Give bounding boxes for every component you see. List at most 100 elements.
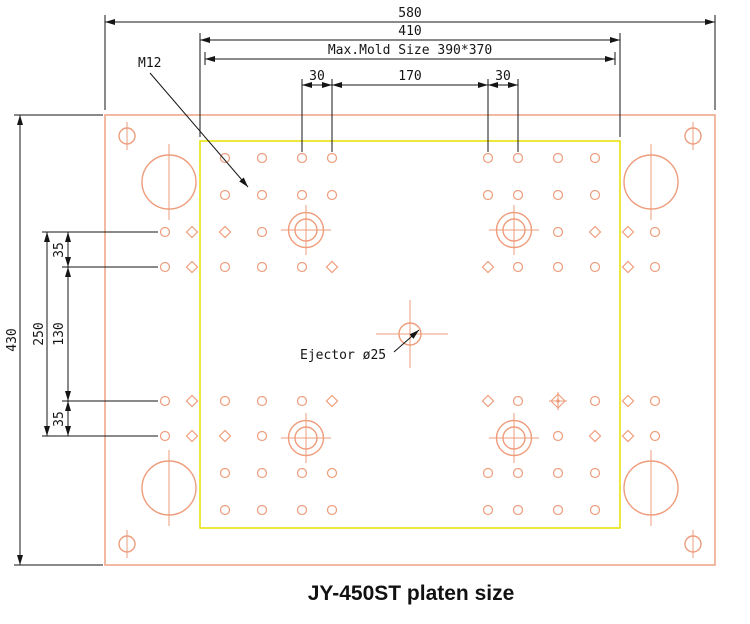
- corner-hole: [118, 122, 136, 150]
- ejector-label: Ejector ø25: [300, 348, 386, 363]
- bolt-hole: [219, 152, 231, 164]
- corner-holes-group: [118, 122, 702, 558]
- corner-hole: [684, 122, 702, 150]
- bolt-hole: [552, 152, 564, 164]
- bolt-hole: [159, 226, 171, 238]
- ejector-leader-line: [393, 329, 420, 353]
- bolt-hole-diamond: [588, 429, 602, 443]
- guide-bushing: [489, 413, 539, 463]
- dim-top-pitch-center: 170: [398, 69, 421, 84]
- bolt-hole: [512, 467, 524, 479]
- bolt-hole: [512, 395, 524, 407]
- bolt-hole: [482, 189, 494, 201]
- bolt-hole: [552, 226, 564, 238]
- corner-hole: [118, 530, 136, 558]
- tiebar-hole: [623, 144, 679, 220]
- dimension-labels: 580 410 Max.Mold Size 390*370 30 170 30 …: [5, 6, 511, 427]
- drawing-caption: JY-450ST platen size: [307, 582, 515, 605]
- bolt-hole: [589, 467, 601, 479]
- bolt-hole: [552, 504, 564, 516]
- bolt-hole: [296, 189, 308, 201]
- bolt-hole: [219, 261, 231, 273]
- bolt-hole: [589, 152, 601, 164]
- bolt-hole-diamond: [621, 260, 635, 274]
- bolt-hole: [296, 504, 308, 516]
- dim-left-pitch-center: 130: [52, 322, 67, 345]
- bolt-hole-diamond: [621, 429, 635, 443]
- dim-overall-width: 580: [398, 6, 421, 21]
- platen-outline: [104, 114, 716, 566]
- callouts: M12 Ejector ø25: [138, 56, 420, 363]
- bolt-hole-diamond: [185, 394, 199, 408]
- dim-top-pitch-right: 30: [495, 69, 511, 84]
- platen-technical-drawing: 580 410 Max.Mold Size 390*370 30 170 30 …: [5, 6, 716, 566]
- bolt-hole: [296, 467, 308, 479]
- thread-label: M12: [138, 56, 161, 71]
- bolt-hole-diamond: [185, 260, 199, 274]
- bolt-hole: [552, 430, 564, 442]
- bolt-hole: [256, 226, 268, 238]
- bolt-hole: [512, 261, 524, 273]
- bolt-hole: [219, 189, 231, 201]
- dim-max-mold-size: Max.Mold Size 390*370: [328, 43, 492, 58]
- bolt-hole: [512, 189, 524, 201]
- bolt-hole: [482, 467, 494, 479]
- bolt-hole: [296, 152, 308, 164]
- ejector-hole-circle: [398, 322, 422, 346]
- bolt-hole: [552, 189, 564, 201]
- bolt-hole: [296, 395, 308, 407]
- bolt-hole: [589, 261, 601, 273]
- bolt-hole: [589, 189, 601, 201]
- bolt-hole: [256, 395, 268, 407]
- bolt-hole: [256, 504, 268, 516]
- guide-bushing: [489, 205, 539, 255]
- bolt-hole: [482, 504, 494, 516]
- bolt-hole: [219, 467, 231, 479]
- bolt-hole: [256, 152, 268, 164]
- bolt-hole-diamond: [185, 429, 199, 443]
- corner-hole: [684, 530, 702, 558]
- dim-top-pitch-left: 30: [309, 69, 325, 84]
- bolt-hole: [256, 261, 268, 273]
- bolt-hole-diamond: [218, 225, 232, 239]
- bolt-hole-diamond: [481, 394, 495, 408]
- bolt-hole-diamond: [588, 225, 602, 239]
- bolt-hole: [256, 430, 268, 442]
- bolt-hole: [219, 504, 231, 516]
- bolt-hole-diamond: [218, 429, 232, 443]
- bolt-hole: [512, 152, 524, 164]
- bolt-hole-diamond: [621, 394, 635, 408]
- bolt-hole: [159, 430, 171, 442]
- tiebar-hole: [141, 450, 197, 526]
- ejector-hole: [376, 300, 448, 368]
- bolt-hole: [159, 261, 171, 273]
- bolt-hole: [326, 467, 338, 479]
- dim-overall-height: 430: [5, 328, 20, 351]
- bolt-hole: [649, 226, 661, 238]
- thread-leader-line: [149, 72, 249, 188]
- bolt-hole: [589, 504, 601, 516]
- tiebar-holes-group: [141, 144, 679, 526]
- bolt-hole: [219, 395, 231, 407]
- bolt-hole: [256, 467, 268, 479]
- bolt-hole: [296, 261, 308, 273]
- guide-bushing: [281, 205, 331, 255]
- guide-bushing: [281, 413, 331, 463]
- bolt-hole: [589, 395, 601, 407]
- dim-bolt-pattern-width: 410: [398, 24, 421, 39]
- max-mold-area: [199, 140, 621, 529]
- bolt-hole: [159, 395, 171, 407]
- dim-left-pitch-upper: 35: [52, 242, 67, 258]
- bolt-hole-diamond: [325, 260, 339, 274]
- bolt-hole: [326, 189, 338, 201]
- dim-left-span: 250: [32, 322, 47, 345]
- bolt-hole: [552, 261, 564, 273]
- bolt-hole-diamond: [481, 260, 495, 274]
- bolt-hole: [256, 189, 268, 201]
- tiebar-hole: [141, 144, 197, 220]
- bolt-hole: [512, 504, 524, 516]
- reference-target-mark: [549, 392, 567, 410]
- bolt-holes-group: [159, 152, 661, 516]
- dimension-lines: [14, 15, 716, 566]
